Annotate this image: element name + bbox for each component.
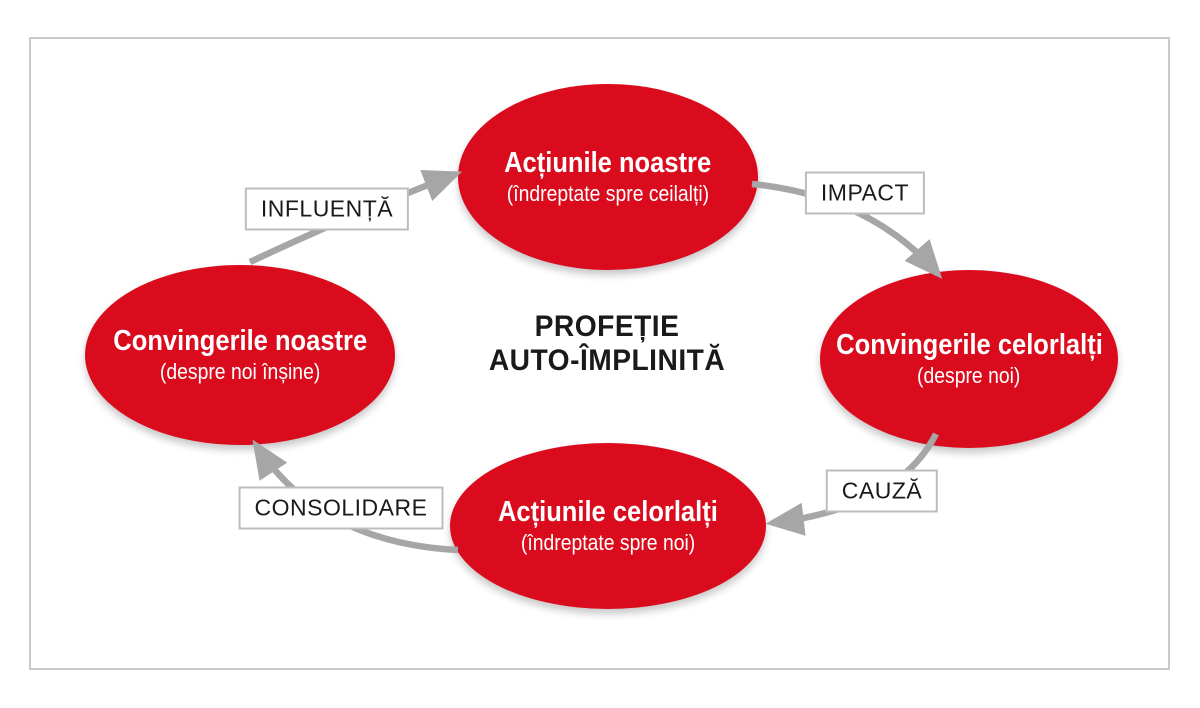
node-others-actions: Acțiunile celorlalți (îndreptate spre no…: [450, 443, 766, 609]
frame-border: [29, 37, 1170, 670]
label-influenta: INFLUENȚĂ: [244, 187, 410, 231]
center-title: PROFEȚIE AUTO-ÎMPLINITĂ: [419, 310, 795, 378]
label-cauza: CAUZĂ: [825, 469, 939, 513]
node-title: Acțiunile noastre: [504, 147, 712, 179]
node-our-beliefs: Convingerile noastre (despre noi înșine): [85, 265, 395, 445]
center-title-line1: PROFEȚIE: [534, 310, 680, 343]
node-our-actions: Acțiunile noastre (îndreptate spre ceila…: [458, 84, 758, 270]
node-title: Convingerile noastre: [113, 325, 367, 357]
node-others-beliefs: Convingerile celorlalți (despre noi): [820, 270, 1118, 448]
node-title: Acțiunile celorlalți: [498, 496, 718, 528]
center-title-line2: AUTO-ÎMPLINITĂ: [488, 344, 726, 377]
node-title: Convingerile celorlalți: [835, 329, 1103, 361]
node-subtitle: (despre noi înșine): [159, 359, 321, 384]
node-subtitle: (îndreptate spre noi): [520, 530, 696, 555]
node-subtitle: (despre noi): [917, 363, 1021, 388]
label-consolidare: CONSOLIDARE: [238, 486, 444, 530]
node-subtitle: (îndreptate spre ceilalți): [506, 181, 710, 206]
label-impact: IMPACT: [804, 171, 926, 215]
